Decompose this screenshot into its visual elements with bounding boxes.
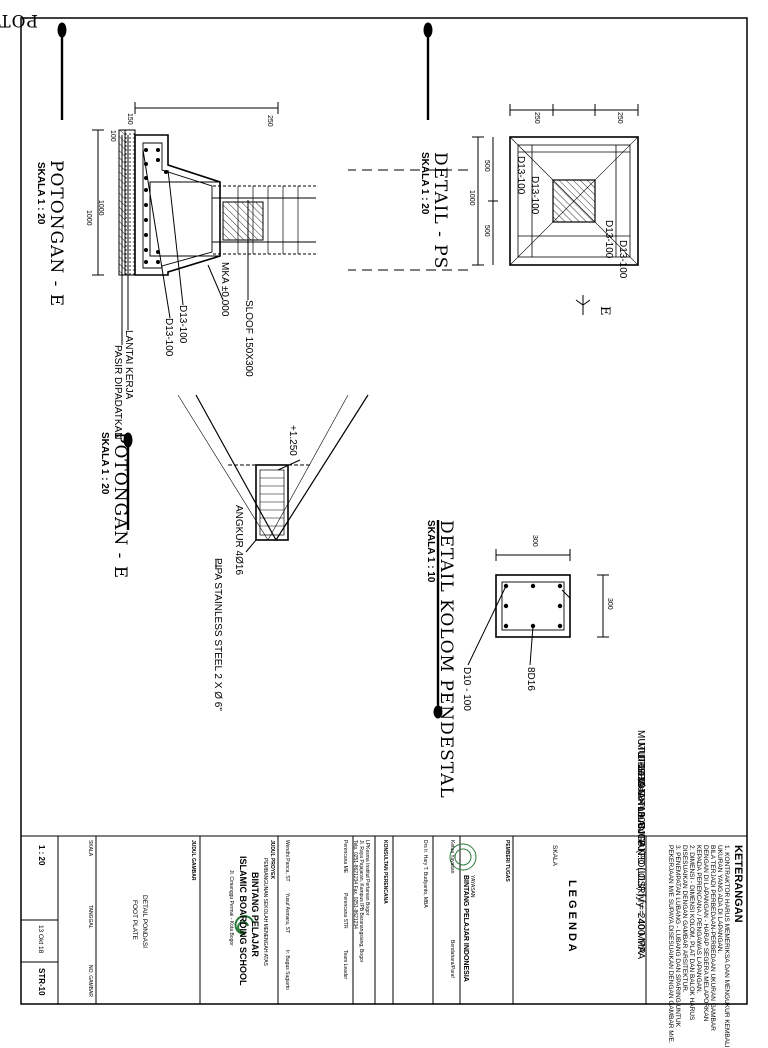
konsultan-label: KONSULTAN PERENCANA — [382, 840, 388, 904]
gambar2: FOOT PLATE — [131, 900, 138, 940]
d16-label: 8D16 — [525, 667, 536, 691]
dim-500-b: 500 — [483, 225, 490, 237]
elev-label: +1.250 — [287, 425, 298, 456]
proyek-small: PEMBANGUNAN SEKOLAH MENENGAH ATAS — [262, 858, 268, 966]
d13-d-label: D13-100 — [529, 176, 540, 215]
keterangan-title: KETERANGAN — [732, 845, 744, 923]
dim-250-v2: 250 — [533, 112, 540, 124]
tanggal-label: TANGGAL — [87, 905, 93, 929]
no-value: STR-10 — [37, 968, 46, 996]
proyek-addr: Jl. Cimanggu Permai - Kota Bogor — [228, 870, 234, 946]
sheet-border — [20, 17, 748, 1005]
keterangan-line: BILA TERJADI PERBEDAAN-PERBEDAAN UKURAN … — [709, 845, 716, 1031]
keterangan-line: DENGAN DI LAPANGAN - HARAP SEGERA MELAPO… — [702, 845, 709, 1022]
proyek-name1: BINTANG PELAJAR — [250, 872, 260, 957]
judul-proyek-label: JUDUL PROYEK — [269, 840, 275, 880]
konsultan-line: LPKesma Institut Pertanian Bogor — [364, 840, 370, 916]
keterangan-line: 2. DIMENSI - DIMENSI KOLOM, PLAT DAN BAL… — [688, 845, 695, 1021]
dim-250-a: 250 — [266, 115, 273, 127]
section-mark-e: E — [597, 306, 612, 317]
detail-ps-label: DETAIL - PS — [430, 152, 450, 270]
detail-ps-plan — [472, 104, 639, 315]
pasir-label: PASIR DIPADATKAN — [112, 345, 123, 440]
dim-300-a: 300 — [531, 535, 538, 547]
keterangan-line: 1. KONTRAKTOR HARUS MEMERIKSA DAN MENGUK… — [723, 845, 730, 1048]
dim-1000-v: 1000 — [85, 210, 92, 226]
potongan-e-bottom-scale: SKALA 1 : 20 — [99, 432, 110, 495]
potongan-e-top-section — [92, 102, 468, 345]
pemberi-tugas-label: PEMBERI TUGAS — [504, 840, 510, 882]
proyek-name2: ISLAMIC BOARDING SCHOOL — [238, 856, 248, 986]
yayasan-small: YAYASAN — [469, 875, 475, 898]
detail-kolom-plan — [467, 549, 609, 666]
team-leader-label: Team Leader — [342, 950, 348, 980]
konsultan-line: Jl. Raya Pajajaran, Kampus IPB Baranangs… — [358, 840, 364, 963]
pipa-label: PIPA STAINLESS STEEL 2 X Ø 6" — [212, 558, 223, 711]
detail-ps-scale: SKALA 1 : 20 — [419, 152, 430, 215]
drawing-linework — [20, 17, 748, 1005]
ketua-name: Drs Ir. Hary T. Budiyanto, MBA — [422, 840, 428, 908]
detail-kolom-scale: SKALA 1 : 10 — [425, 520, 436, 583]
dim-500-a: 500 — [483, 160, 490, 172]
dim-100: 100 — [109, 130, 116, 142]
mka-label: MKA ±0.000 — [219, 262, 230, 317]
potongan-e-top-label: POTONGAN - E — [46, 160, 66, 308]
dim-150: 150 — [126, 113, 133, 125]
detail-kolom-label: DETAIL KOLOM PENDESTAL — [436, 520, 456, 799]
potongan-e-bottom-label: POTONGAN - E — [110, 432, 130, 580]
rotated-drawing: POTONGAN - E POTONGAN - E POTONGAN - E S… — [0, 10, 748, 1048]
konsultan-logo — [234, 915, 254, 936]
skala-label: SKALA — [87, 840, 93, 857]
potongan-e-top-scale: SKALA 1 : 20 — [35, 162, 46, 225]
bendahara-label: Bendahara/Paraf — [449, 940, 455, 978]
dim-250-v1: 250 — [616, 112, 623, 124]
d13-a-label: D13-100 — [177, 305, 188, 344]
name2: Yusuf Asmara, ST — [284, 893, 290, 934]
yayasan-name: BINTANG PELAJAR INDONESIA — [462, 875, 469, 982]
judul-gambar-label: JUDUL GAMBAR — [190, 840, 196, 881]
d13-c-label: D13-100 — [515, 156, 526, 195]
d13-f-label: D13-100 — [617, 240, 628, 279]
keterangan-line: KEPADA PERENCANA / PENGAWAS LAPANGAN. — [695, 845, 702, 994]
perencana1-label: Perencana ME — [342, 840, 348, 874]
legenda-title: L E G E N D A — [566, 880, 578, 952]
lantai-kerja-label: LANTAI KERJA — [123, 330, 134, 400]
tanggal-value: 13 Okt 18 — [37, 925, 44, 954]
konsultan-line: Telp. 0251-8621234 Fax. 0251-8621234 — [352, 840, 358, 929]
potongan-top-title: POTONGAN - E — [0, 10, 38, 30]
d13-b-label: D13-100 — [163, 318, 174, 357]
gambar1: DETAIL PONDASI — [141, 895, 148, 949]
d10-label: D10 - 100 — [461, 667, 472, 711]
keterangan-line: 3. PENEMPATAN LUBANG - LUBANG DAN SPARIN… — [674, 845, 681, 1027]
yayasan-logo — [449, 843, 477, 871]
dim-300-b: 300 — [606, 598, 613, 610]
dim-1000-b: 1000 — [468, 190, 475, 206]
u39-spec: U-39 D> 10 mm BJTD (ULIR) fy = 400 MPA — [635, 766, 646, 960]
perencana2-label: Perencana STR — [342, 893, 348, 929]
title-underlines — [57, 22, 443, 719]
keterangan-line: UKURAN YANG ADA DI LAPANGAN. — [716, 845, 723, 954]
angkur-label: ANGKUR 4Ø16 — [233, 505, 244, 576]
d13-e-label: D13-100 — [603, 220, 614, 259]
name3: Ir. Bagus Sugiarto — [284, 950, 290, 990]
dim-1000-a: 1000 — [97, 200, 104, 216]
keterangan-line: PEKERJAAN M/E SUPAYA DISESUAIKAN DENGAN … — [667, 845, 674, 1044]
name1: Wendhi Panca, ST — [284, 840, 290, 882]
ketua-label: Ketua Yayasan — [449, 840, 455, 874]
skala-value: 1 : 20 — [37, 845, 46, 866]
drawing-sheet: POTONGAN - E POTONGAN - E POTONGAN - E S… — [0, 10, 748, 1048]
potongan-e-bottom-section — [177, 394, 369, 568]
legenda-skala: SKALA — [551, 845, 558, 866]
keterangan-list: 1. KONTRAKTOR HARUS MEMERIKSA DAN MENGUK… — [667, 845, 730, 1048]
sloof-label: SLOOF 150X300 — [243, 300, 254, 377]
keterangan-line: DISESUAIKAN DENGAN GAMBAR ARSITEKTUR. — [681, 845, 688, 993]
no-label: NO. GAMBAR — [87, 965, 93, 997]
